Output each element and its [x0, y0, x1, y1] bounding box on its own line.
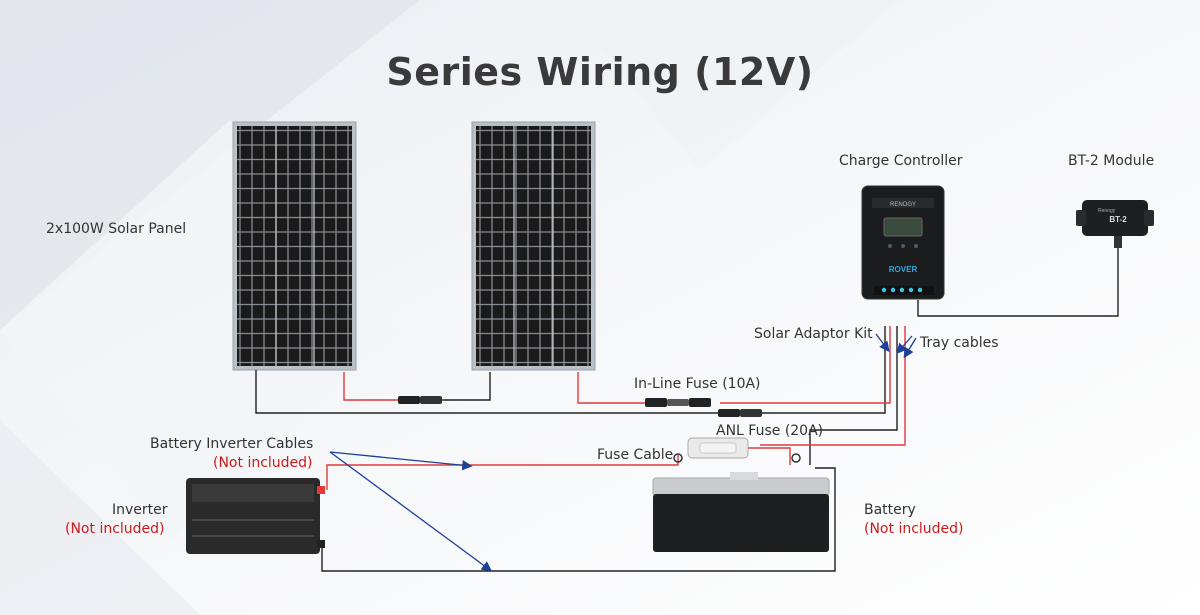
solar-adaptor-kit-label: Solar Adaptor Kit — [754, 326, 873, 342]
bt2-module: Renogy BT-2 — [1076, 200, 1154, 248]
inline-fuse — [645, 398, 711, 407]
battery-inverter-cables-label: Battery Inverter Cables — [150, 436, 314, 452]
charge-controller-label: Charge Controller — [839, 153, 963, 169]
battery-note: (Not included) — [864, 521, 964, 537]
anl-fuse-label: ANL Fuse (20A) — [716, 423, 824, 439]
solar-panel-2 — [471, 121, 596, 371]
wires — [255, 248, 1119, 572]
bt2-module-label: BT-2 Module — [1068, 153, 1155, 169]
callout-arrows — [329, 333, 917, 572]
fuse-cable-label: Fuse Cable — [597, 447, 674, 463]
bt2-name: BT-2 — [1109, 215, 1127, 224]
charge-controller: RENOGY ROVER — [861, 185, 945, 300]
tray-cables-label: Tray cables — [920, 335, 999, 351]
battery-inverter-cables-note: (Not included) — [213, 455, 313, 471]
inverter-label: Inverter — [112, 502, 168, 518]
solar-panel-label: 2x100W Solar Panel — [46, 221, 187, 237]
mc4-connector-2 — [718, 409, 762, 417]
controller-model: ROVER — [889, 265, 918, 274]
inverter-note: (Not included) — [65, 521, 165, 537]
page-title: Series Wiring (12V) — [386, 50, 814, 94]
battery — [652, 472, 830, 552]
bt2-brand: Renogy — [1098, 208, 1116, 214]
battery-label: Battery — [864, 502, 916, 518]
solar-panel-1 — [232, 121, 357, 371]
inline-fuse-label: In-Line Fuse (10A) — [634, 376, 761, 392]
controller-brand: RENOGY — [890, 202, 916, 208]
anl-fuse — [673, 437, 801, 463]
mc4-connector-series — [398, 396, 442, 404]
inverter — [186, 478, 325, 554]
